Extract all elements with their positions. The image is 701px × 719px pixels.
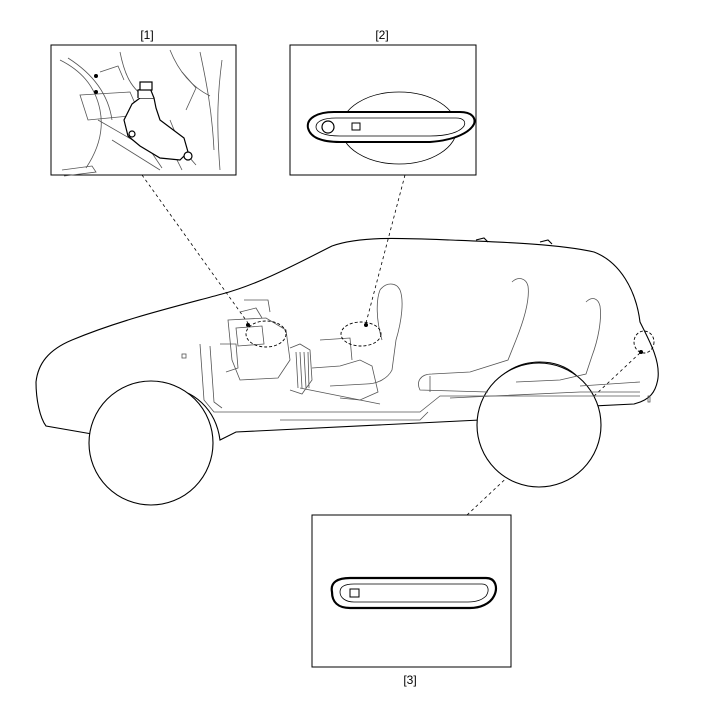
wheels xyxy=(88,362,602,506)
front-wheel xyxy=(88,380,214,506)
front-door-handle-icon xyxy=(306,111,476,143)
callout-box-3 xyxy=(311,514,512,668)
leader-lines xyxy=(141,174,642,516)
sensor-module-icon xyxy=(123,81,193,161)
callout-label-2: [2] xyxy=(375,28,389,42)
leader-line-2 xyxy=(365,174,406,324)
callout-box-2 xyxy=(289,44,477,176)
location-marker-2 xyxy=(340,321,382,347)
floor-harness xyxy=(199,343,641,421)
location-marker-1 xyxy=(245,320,287,348)
leader-line-1 xyxy=(141,174,249,324)
location-marker-3 xyxy=(633,330,655,354)
front-seat xyxy=(329,283,403,387)
dashboard-cluster xyxy=(181,299,651,405)
tailgate-handle-icon xyxy=(330,576,497,610)
callout-label-3: [3] xyxy=(403,673,417,687)
location-markers xyxy=(245,320,655,354)
leader-line-3 xyxy=(466,351,642,516)
rear-wheel xyxy=(476,362,602,488)
leader-endpoints xyxy=(246,323,643,354)
callout-label-1: [1] xyxy=(140,28,154,42)
callout-box-1 xyxy=(50,44,237,177)
